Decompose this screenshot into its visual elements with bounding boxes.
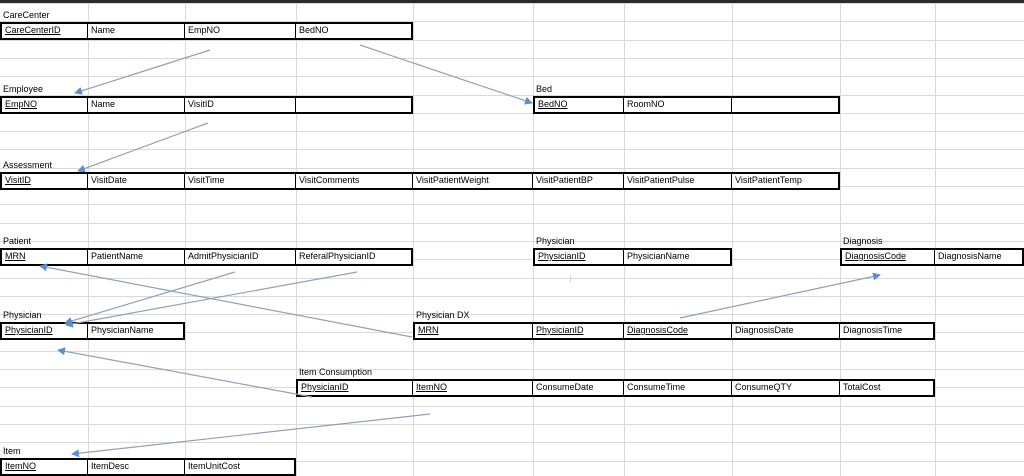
table-top-border [533, 248, 732, 250]
table-title-bed: Bed [536, 84, 553, 94]
table-top-border [0, 96, 413, 98]
field-cell[interactable]: AdmitPhysicianID [185, 248, 296, 266]
field-cell[interactable]: ConsumeQTY [732, 379, 840, 397]
field-cell[interactable]: VisitID [0, 172, 88, 190]
field-cell[interactable]: EmpNO [185, 22, 296, 40]
field-cell[interactable]: VisitID [185, 96, 296, 114]
field-cell[interactable]: CareCenterID [0, 22, 88, 40]
field-cell[interactable]: VisitPatientBP [533, 172, 624, 190]
field-cell[interactable]: Name [88, 22, 185, 40]
field-cell[interactable]: DiagnosisCode [840, 248, 935, 266]
table-top-border [0, 22, 413, 24]
table-top-border [0, 172, 840, 174]
table-title-diagnosis: Diagnosis [843, 236, 883, 246]
field-cell[interactable]: PhysicianID [533, 248, 624, 266]
field-cell[interactable]: ItemNO [0, 458, 88, 476]
table-top-border [0, 248, 413, 250]
field-cell[interactable]: BedNO [533, 96, 624, 114]
field-cell[interactable]: PhysicianID [533, 322, 624, 340]
table-title-physician_top: Physician [536, 236, 575, 246]
field-cell[interactable]: PhysicianName [624, 248, 732, 266]
field-cell[interactable]: MRN [413, 322, 533, 340]
table-top-border [0, 458, 296, 460]
table-bottom-border [0, 112, 413, 114]
field-cell[interactable]: TotalCost [840, 379, 935, 397]
table-bottom-border [0, 264, 413, 266]
field-cell[interactable]: VisitPatientPulse [624, 172, 732, 190]
table-title-assessment: Assessment [3, 160, 53, 170]
field-cell[interactable]: DiagnosisCode [624, 322, 732, 340]
table-title-patient: Patient [3, 236, 32, 246]
field-cell[interactable]: BedNO [296, 22, 413, 40]
field-cell[interactable]: ItemDesc [88, 458, 185, 476]
field-cell[interactable]: VisitDate [88, 172, 185, 190]
table-bottom-border [0, 38, 413, 40]
field-cell[interactable]: EmpNO [0, 96, 88, 114]
table-title-physiciandx: Physician DX [416, 310, 470, 320]
table-top-border [533, 96, 840, 98]
table-top-border [840, 248, 1024, 250]
field-cell[interactable]: ConsumeDate [533, 379, 624, 397]
table-title-carecenter: CareCenter [3, 10, 50, 20]
field-cell[interactable]: DiagnosisName [935, 248, 1024, 266]
table-bottom-border [296, 395, 935, 397]
table-top-border [296, 379, 935, 381]
field-cell[interactable]: ItemNO [413, 379, 533, 397]
table-top-border [413, 322, 935, 324]
field-cell[interactable]: ConsumeTime [624, 379, 732, 397]
table-bottom-border [0, 188, 840, 190]
field-cell[interactable]: RoomNO [624, 96, 732, 114]
table-bottom-border [413, 338, 935, 340]
field-cell[interactable]: ReferalPhysicianID [296, 248, 413, 266]
field-cell[interactable]: DiagnosisTime [840, 322, 935, 340]
table-bottom-border [0, 338, 185, 340]
table-bottom-border [533, 112, 840, 114]
table-title-physician: Physician [3, 310, 42, 320]
field-cell[interactable]: DiagnosisDate [732, 322, 840, 340]
table-title-item: Item [3, 446, 21, 456]
table-bottom-border [840, 264, 1024, 266]
field-cell[interactable]: ItemUnitCost [185, 458, 296, 476]
field-cell[interactable]: Name [88, 96, 185, 114]
field-cell[interactable]: MRN [0, 248, 88, 266]
field-cell[interactable]: VisitComments [296, 172, 413, 190]
field-cell[interactable]: VisitPatientWeight [413, 172, 533, 190]
table-bottom-border [533, 264, 732, 266]
window-top-bar [0, 0, 1024, 3]
field-cell[interactable]: PatientName [88, 248, 185, 266]
table-title-itemconsumption: Item Consumption [299, 367, 373, 377]
field-cell[interactable]: VisitTime [185, 172, 296, 190]
table-bottom-border [0, 474, 296, 476]
field-cell[interactable]: VisitPatientTemp [732, 172, 840, 190]
table-top-border [0, 322, 185, 324]
table-title-employee: Employee [3, 84, 44, 94]
field-cell[interactable] [732, 96, 840, 114]
